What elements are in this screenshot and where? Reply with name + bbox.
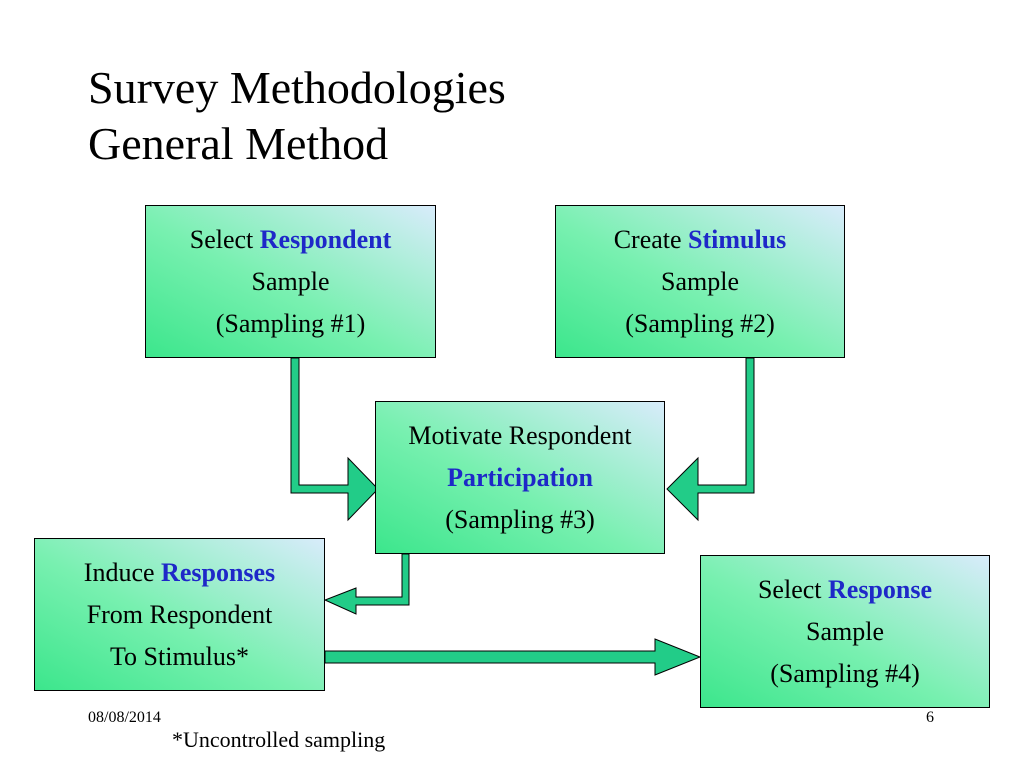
participation-box: Motivate Respondent Participation (Sampl…	[375, 401, 665, 554]
respondent-sample-line-3: (Sampling #1)	[215, 308, 366, 338]
stimulus-sample-prefix: Create	[613, 224, 689, 254]
stimulus-sample-line-2: Sample	[661, 266, 739, 296]
title-line-2: General Method	[88, 118, 389, 169]
participation-line-1: Motivate Respondent	[408, 420, 632, 450]
respondent-sample-box: Select Respondent Sample (Sampling #1)	[145, 205, 436, 358]
response-sample-line-3: (Sampling #4)	[770, 658, 920, 688]
response-sample-line-1: Select Response	[758, 569, 932, 611]
arrow-participation-to-responses	[323, 553, 410, 615]
participation-keyword: Participation	[447, 462, 593, 492]
respondent-sample-prefix: Select	[189, 224, 260, 254]
stimulus-keyword: Stimulus	[688, 224, 787, 254]
slide-title: Survey Methodologies General Method	[88, 60, 506, 172]
response-sample-prefix: Select	[757, 574, 828, 604]
responses-line-2: From Respondent	[86, 599, 273, 629]
response-keyword: Response	[828, 574, 933, 604]
stimulus-sample-line-1: Create Stimulus	[614, 219, 787, 261]
arrow-respondent-to-participation	[290, 357, 379, 522]
footer-date: 08/08/2014	[88, 709, 161, 726]
respondent-sample-line-1: Select Respondent	[190, 219, 392, 261]
arrow-responses-to-response-sample	[324, 638, 702, 676]
responses-line-1: Induce Responses	[84, 552, 275, 594]
response-sample-box: Select Response Sample (Sampling #4)	[700, 555, 990, 708]
stimulus-sample-line-3: (Sampling #2)	[625, 308, 775, 338]
responses-box: Induce Responses From Respondent To Stim…	[34, 538, 325, 691]
footnote: *Uncontrolled sampling	[172, 727, 386, 752]
responses-keyword: Responses	[161, 557, 276, 587]
title-line-1: Survey Methodologies	[88, 62, 506, 113]
respondent-keyword: Respondent	[259, 224, 392, 254]
arrow-stimulus-to-participation	[666, 357, 755, 522]
response-sample-line-2: Sample	[806, 616, 884, 646]
responses-line-3: To Stimulus*	[109, 641, 250, 671]
participation-line-3: (Sampling #3)	[445, 504, 595, 534]
responses-prefix: Induce	[83, 557, 162, 587]
stimulus-sample-box: Create Stimulus Sample (Sampling #2)	[555, 205, 845, 358]
slide-number: 6	[926, 709, 934, 726]
respondent-sample-line-2: Sample	[251, 266, 330, 296]
